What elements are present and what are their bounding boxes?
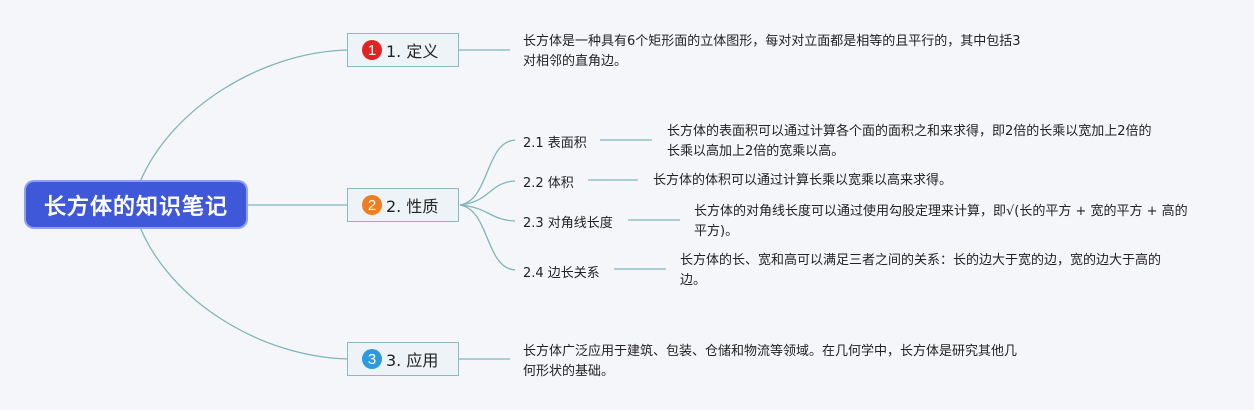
subtopic-volume[interactable]: 2.2 体积 <box>523 176 574 191</box>
connector-root-topic3 <box>139 226 349 360</box>
subtopic-edge-relation-description: 长方体的长、宽和高可以满足三者之间的关系：长的边大于宽的边，宽的边大于高的边。 <box>680 253 1162 288</box>
connector-root-topic1 <box>139 49 349 183</box>
topic-definition-description: 长方体是一种具有6个矩形面的立体图形，每对对立面都是相等的且平行的，其中包括3对… <box>523 34 1021 69</box>
connector-topic2-sub3 <box>459 204 516 222</box>
subtopic-surface-area-description: 长方体的表面积可以通过计算各个面的面积之和来求得，即2倍的长乘以宽加上2倍的长乘… <box>667 124 1152 159</box>
subtopic-volume-description: 长方体的体积可以通过计算长乘以宽乘以高来求得。 <box>653 173 953 188</box>
connector-topic2-sub1 <box>459 139 516 206</box>
subtopic-surface-area[interactable]: 2.1 表面积 <box>523 136 587 151</box>
subtopic-diagonal-length[interactable]: 2.3 对角线长度 <box>523 216 613 231</box>
root-node[interactable]: 长方体的知识笔记 <box>26 182 246 227</box>
connector-topic2-sub4 <box>459 204 516 271</box>
number-2-badge-icon: 2 <box>362 195 382 215</box>
subtopic-diagonal-length-description: 长方体的对角线长度可以通过使用勾股定理来计算，即√(长的平方 + 宽的平方 + … <box>694 204 1188 239</box>
topic-applications[interactable]: 3 3. 应用 <box>347 342 459 376</box>
number-1-badge-icon: 1 <box>362 40 382 60</box>
topic-label: 3. 应用 <box>386 351 439 370</box>
topic-properties[interactable]: 2 2. 性质 <box>347 188 459 222</box>
topic-definition[interactable]: 1 1. 定义 <box>347 33 459 67</box>
topic-label: 1. 定义 <box>386 42 439 61</box>
root-label: 长方体的知识笔记 <box>43 194 228 220</box>
number-3-badge-icon: 3 <box>362 349 382 369</box>
topic-applications-description: 长方体广泛应用于建筑、包装、仓储和物流等领域。在几何学中，长方体是研究其他几何形… <box>523 344 1018 379</box>
connector-topic2-sub2 <box>459 180 516 206</box>
topic-label: 2. 性质 <box>386 197 439 216</box>
subtopic-edge-relation[interactable]: 2.4 边长关系 <box>523 266 600 281</box>
